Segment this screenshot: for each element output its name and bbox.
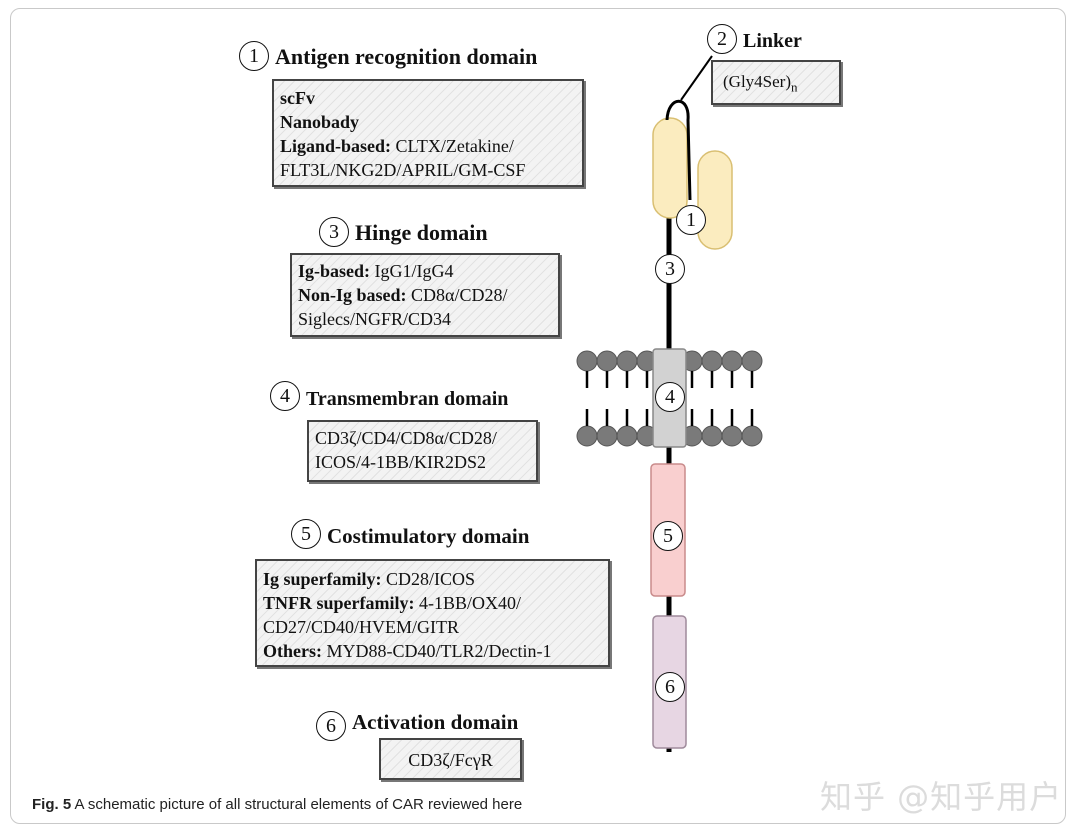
antigen-box: scFv Nanobady Ligand-based: CLTX/Zetakin… — [272, 79, 584, 187]
antigen-nanobody: Nanobady — [280, 112, 360, 132]
diagram-marker-5: 5 — [653, 521, 683, 551]
antigen-scfv: scFv — [280, 88, 315, 108]
caption-text: A schematic picture of all structural el… — [71, 796, 523, 813]
hinge-ig-list: IgG1/IgG4 — [370, 261, 454, 281]
transmembrane-list: CD3ζ/CD4/CD8α/CD28/ — [315, 428, 497, 448]
section-number-4: 4 — [270, 381, 300, 411]
lipid-tails — [585, 371, 754, 426]
activation-list: CD3ζ/FcγR — [408, 750, 493, 770]
linker-pointer — [680, 55, 713, 101]
caption-label: Fig. 5 — [32, 796, 72, 813]
antigen-ligand-list: CLTX/Zetakine/ — [391, 136, 514, 156]
activation-box: CD3ζ/FcγR — [379, 738, 522, 780]
linker-heading: Linker — [743, 30, 802, 52]
figure-caption: Fig. 5 A schematic picture of all struct… — [32, 796, 522, 813]
costim-others-label: Others: — [263, 641, 322, 661]
linker-curve — [665, 99, 692, 201]
section-number-3: 3 — [319, 217, 349, 247]
costimulatory-box: Ig superfamily: CD28/ICOS TNFR superfami… — [255, 559, 610, 667]
diagram-marker-3: 3 — [655, 254, 685, 284]
costimulatory-heading: Costimulatory domain — [327, 524, 530, 548]
antigen-ligand-label: Ligand-based: — [280, 136, 392, 156]
hinge-box: Ig-based: IgG1/IgG4 Non-Ig based: CD8α/C… — [290, 253, 560, 337]
scfv-light-chain — [697, 150, 733, 250]
costim-tnfr-label: TNFR superfamily: — [263, 593, 415, 613]
costim-ig-label: Ig superfamily: — [263, 569, 382, 589]
hinge-nonig-list-cont: Siglecs/NGFR/CD34 — [298, 309, 452, 329]
scfv-heavy-chain — [652, 117, 688, 219]
costim-tnfr-list-cont: CD27/CD40/HVEM/GITR — [263, 617, 460, 637]
figure-frame — [10, 8, 1066, 824]
transmembrane-heading: Transmembran domain — [306, 388, 509, 410]
costim-tnfr-list: 4-1BB/OX40/ — [414, 593, 522, 613]
diagram-marker-1: 1 — [676, 205, 706, 235]
hinge-ig-label: Ig-based: — [298, 261, 371, 281]
costim-others-list: MYD88-CD40/TLR2/Dectin-1 — [321, 641, 552, 661]
antigen-ligand-list-cont: FLT3L/NKG2D/APRIL/GM-CSF — [280, 160, 526, 180]
linker-repeat: n — [790, 79, 798, 95]
diagram-marker-4: 4 — [655, 382, 685, 412]
hinge-nonig-list: CD8α/CD28/ — [406, 285, 508, 305]
costim-ig-list: CD28/ICOS — [381, 569, 476, 589]
linker-box: (Gly4Ser)n — [711, 60, 841, 105]
transmembrane-list-cont: ICOS/4-1BB/KIR2DS2 — [315, 452, 487, 472]
activation-heading: Activation domain — [352, 710, 519, 734]
section-number-2: 2 — [707, 24, 737, 54]
section-number-5: 5 — [291, 519, 321, 549]
hinge-nonig-label: Non-Ig based: — [298, 285, 407, 305]
section-number-1: 1 — [239, 41, 269, 71]
transmembrane-box: CD3ζ/CD4/CD8α/CD28/ ICOS/4-1BB/KIR2DS2 — [307, 420, 538, 482]
linker-sequence: (Gly4Ser) — [723, 72, 791, 91]
antigen-heading: Antigen recognition domain — [275, 44, 538, 69]
section-number-6: 6 — [316, 711, 346, 741]
diagram-marker-6: 6 — [655, 672, 685, 702]
cell-membrane — [576, 350, 763, 447]
hinge-heading: Hinge domain — [355, 220, 488, 245]
watermark: 知乎 @知乎用户 — [820, 778, 1063, 816]
